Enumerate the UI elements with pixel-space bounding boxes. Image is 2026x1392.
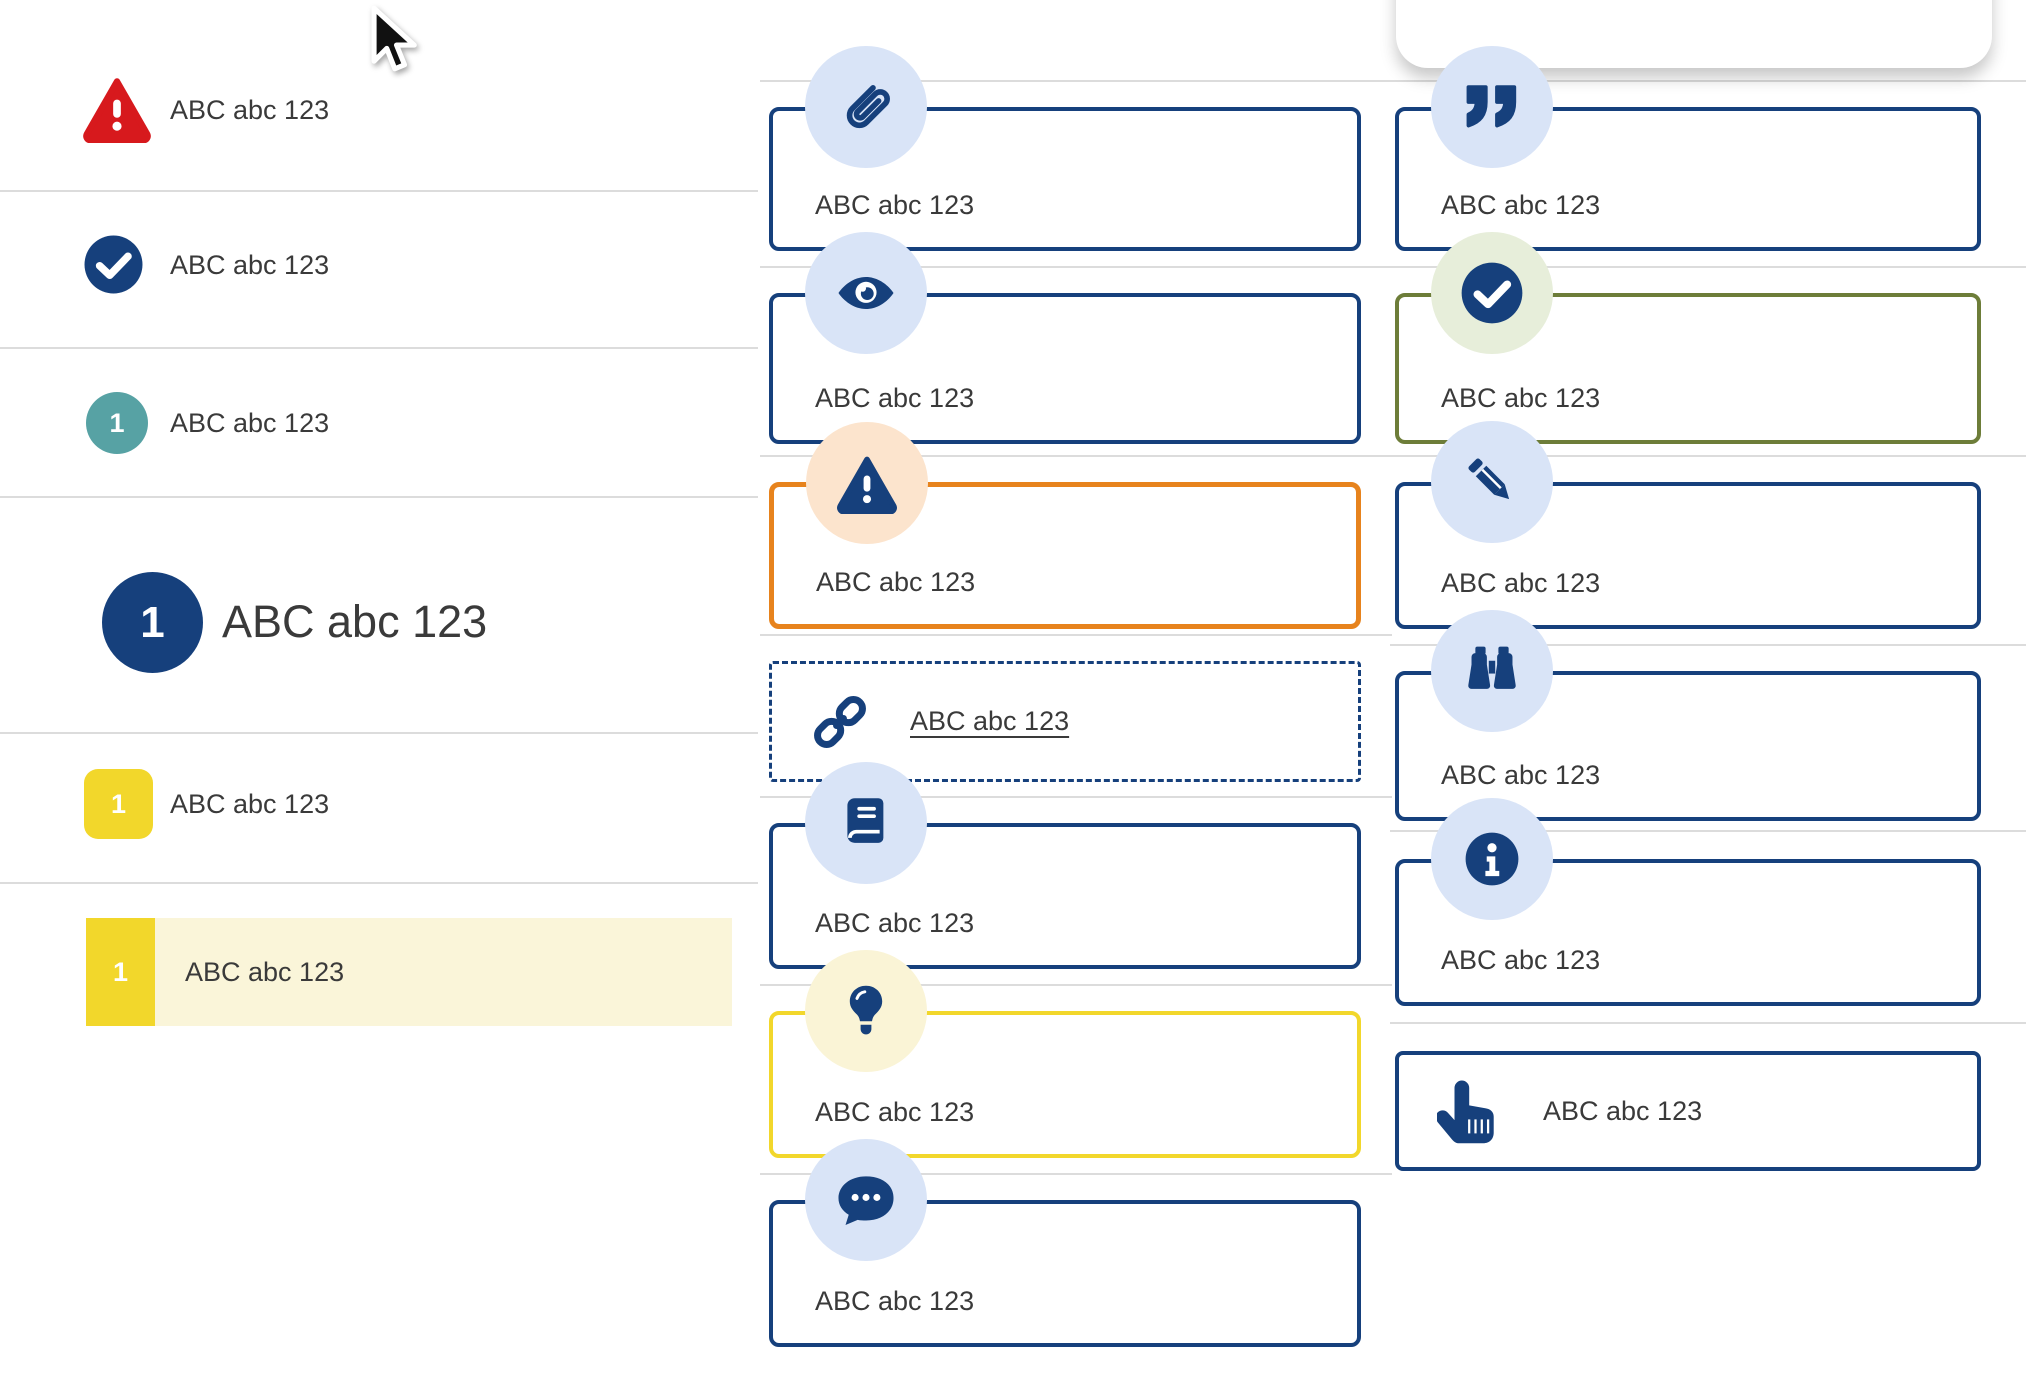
divider (760, 984, 1392, 986)
callout-box-search: ABC abc 123 (1395, 610, 1981, 821)
icon-circle (1431, 421, 1553, 543)
callout-label: ABC abc 123 (1543, 1095, 1703, 1126)
comment-dots-icon (834, 1168, 898, 1232)
icon-circle (805, 46, 927, 168)
icon-circle (805, 762, 927, 884)
paperclip-icon (833, 74, 899, 140)
list-item-label: ABC abc 123 (185, 956, 345, 987)
callout-box-warning: ABC abc 123 (769, 422, 1361, 629)
divider (0, 496, 758, 498)
callout-box-reference: ABC abc 123 (769, 762, 1361, 969)
number-badge: 1 (86, 392, 148, 454)
list-item-label: ABC abc 123 (170, 95, 330, 125)
divider (0, 347, 758, 349)
check-circle-icon (82, 233, 145, 296)
icon-circle (1431, 46, 1553, 168)
pencil-icon (1461, 451, 1523, 513)
hand-pointer-icon (1437, 1075, 1507, 1147)
number-badge: 1 (86, 918, 155, 1026)
icon-circle (806, 422, 928, 544)
divider (1390, 644, 2026, 646)
number-badge-large: 1 (102, 572, 203, 673)
icon-circle (1431, 232, 1553, 354)
callout-box-edit: ABC abc 123 (1395, 421, 1981, 629)
warning-triangle-icon (836, 452, 898, 514)
divider (1390, 455, 2026, 457)
divider (1390, 80, 2026, 82)
link-text[interactable]: ABC abc 123 (910, 706, 1070, 736)
callout-box-quote: ABC abc 123 (1395, 46, 1981, 251)
mouse-pointer-icon (362, 4, 420, 76)
list-item-label-large: ABC abc 123 (222, 596, 488, 647)
callout-box-attachment: ABC abc 123 (769, 46, 1361, 251)
list-item-label: ABC abc 123 (170, 789, 330, 819)
link-callout-box[interactable]: ABC abc 123 (769, 661, 1361, 782)
callout-box-tip: ABC abc 123 (769, 950, 1361, 1158)
icon-circle (805, 1139, 927, 1261)
book-icon (835, 792, 897, 854)
callout-box-success: ABC abc 123 (1395, 232, 1981, 444)
divider (1390, 830, 2026, 832)
number-badge: 1 (84, 769, 153, 839)
icon-circle (1431, 798, 1553, 920)
divider (760, 455, 1392, 457)
divider (760, 80, 1392, 82)
icon-circle (805, 950, 927, 1072)
callout-box-action: ABC abc 123 (1395, 1051, 1981, 1171)
info-circle-icon (1459, 826, 1525, 892)
callout-label: ABC abc 123 (815, 908, 975, 938)
divider (760, 634, 1392, 636)
divider (1390, 266, 2026, 268)
callout-label: ABC abc 123 (815, 1286, 975, 1316)
list-item-label: ABC abc 123 (170, 250, 330, 280)
callout-label: ABC abc 123 (1441, 945, 1601, 975)
callout-label: ABC abc 123 (1441, 760, 1601, 790)
divider (760, 1173, 1392, 1175)
icon-circle (805, 232, 927, 354)
divider (760, 266, 1392, 268)
highlighted-list-row: 1 ABC abc 123 (86, 918, 732, 1026)
callout-label: ABC abc 123 (815, 190, 975, 220)
callout-label: ABC abc 123 (1441, 568, 1601, 598)
divider (760, 796, 1392, 798)
callout-label: ABC abc 123 (1441, 383, 1601, 413)
quote-icon (1459, 76, 1525, 138)
divider (0, 732, 758, 734)
callout-label: ABC abc 123 (816, 567, 976, 597)
list-item-label: ABC abc 123 (170, 408, 330, 438)
divider (0, 190, 758, 192)
eye-icon (834, 261, 898, 325)
lightbulb-icon (836, 980, 896, 1042)
divider (1390, 1022, 2026, 1024)
callout-box-discussion: ABC abc 123 (769, 1139, 1361, 1347)
icon-circle (1431, 610, 1553, 732)
check-circle-icon (1459, 260, 1525, 326)
callout-label: ABC abc 123 (815, 1097, 975, 1127)
callout-label: ABC abc 123 (1441, 190, 1601, 220)
warning-triangle-icon (82, 73, 152, 143)
divider (0, 882, 758, 884)
callout-box-observe: ABC abc 123 (769, 232, 1361, 444)
link-icon (802, 687, 878, 757)
callout-box-info: ABC abc 123 (1395, 798, 1981, 1006)
callout-label: ABC abc 123 (815, 383, 975, 413)
binoculars-icon (1460, 639, 1524, 703)
